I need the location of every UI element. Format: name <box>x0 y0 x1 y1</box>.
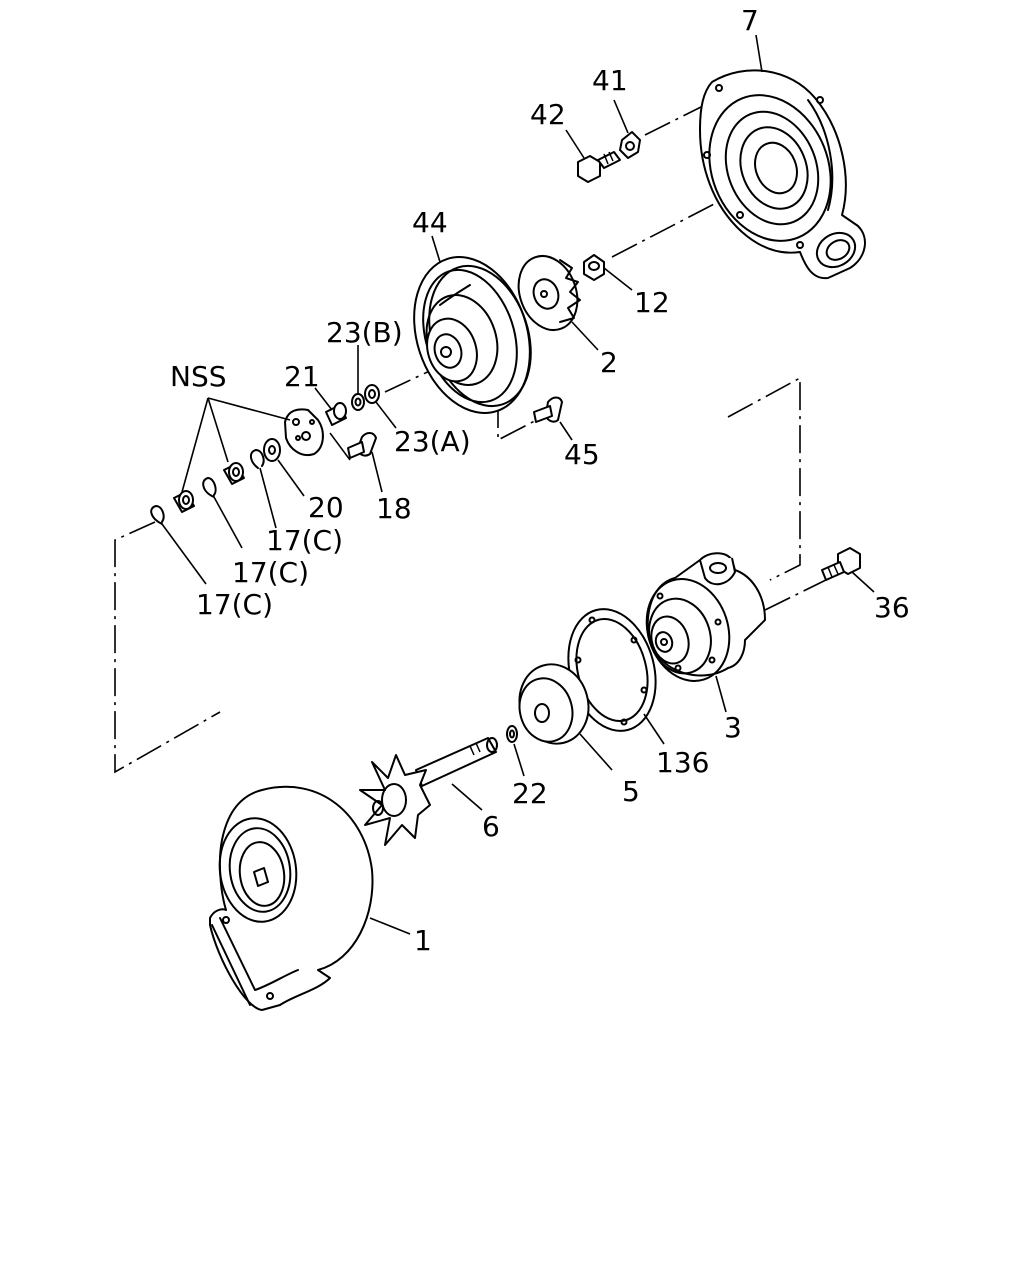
part-44-back-plate <box>413 256 532 414</box>
label-44: 44 <box>412 206 448 239</box>
label-17c-1: 17(C) <box>266 524 343 557</box>
label-17c-3: 17(C) <box>196 588 273 621</box>
part-5-heat-shield <box>518 663 590 745</box>
label-5: 5 <box>622 775 640 808</box>
nss-bearing-upper <box>223 462 245 485</box>
label-22: 22 <box>512 777 548 810</box>
label-23b: 23(B) <box>326 316 403 349</box>
label-42: 42 <box>530 98 566 131</box>
part-6-turbine-wheel <box>359 754 431 846</box>
label-7: 7 <box>741 4 759 37</box>
label-1: 1 <box>414 924 432 957</box>
nss-thrust-plate <box>284 408 324 456</box>
part-18-screw <box>347 432 377 459</box>
label-2: 2 <box>600 346 618 379</box>
part-23b-washer <box>351 393 365 411</box>
part-42-bolt <box>577 151 621 183</box>
label-21: 21 <box>284 360 320 393</box>
part-7-compressor-housing <box>699 69 866 280</box>
part-2-compressor-wheel <box>517 255 581 331</box>
part-17c-snap-ring-1 <box>250 449 265 469</box>
part-36-bolt <box>821 547 861 581</box>
part-1-turbine-housing <box>209 785 374 1011</box>
label-nss: NSS <box>170 360 227 393</box>
part-17c-snap-ring-3 <box>150 505 165 525</box>
label-36: 36 <box>874 591 910 624</box>
label-23a: 23(A) <box>394 425 471 458</box>
part-20-thrust-collar <box>263 438 281 462</box>
part-6-turbine-shaft <box>415 737 498 787</box>
label-41: 41 <box>592 64 628 97</box>
label-45: 45 <box>564 438 600 471</box>
part-17c-snap-ring-2 <box>202 477 217 498</box>
part-23a-washer <box>364 384 380 404</box>
part-3-bearing-housing <box>645 552 766 682</box>
nss-bearing-lower <box>173 490 195 513</box>
leader-lines <box>161 34 875 935</box>
callout-labels: 7 41 42 44 12 2 23(B) NSS 21 23(A) 45 20… <box>170 4 910 957</box>
label-20: 20 <box>308 491 344 524</box>
label-18: 18 <box>376 492 412 525</box>
label-17c-2: 17(C) <box>232 556 309 589</box>
part-45-screw <box>533 396 563 423</box>
label-12: 12 <box>634 286 670 319</box>
part-41-lock-plate <box>619 131 641 159</box>
label-136: 136 <box>656 746 709 779</box>
label-3: 3 <box>724 711 742 744</box>
part-12-nut <box>583 254 605 281</box>
label-6: 6 <box>482 810 500 843</box>
part-22-seal-ring <box>506 725 518 743</box>
